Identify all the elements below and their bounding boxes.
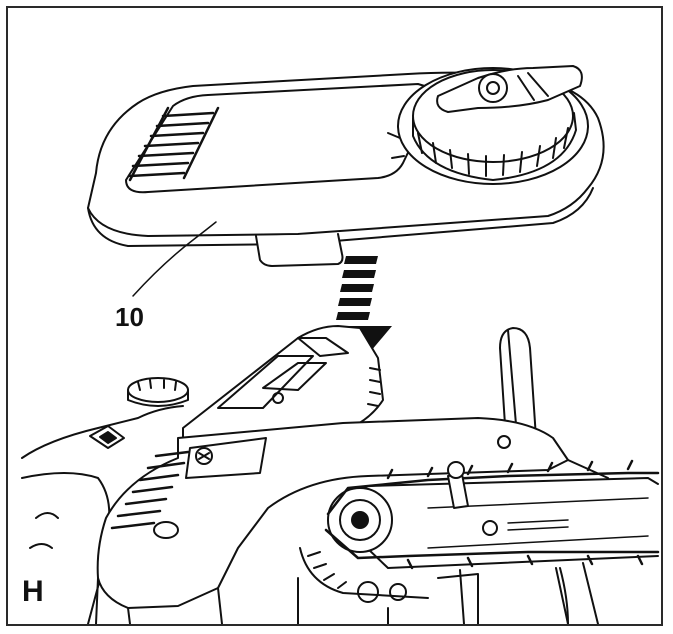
tension-knob xyxy=(387,65,589,185)
guide-bar xyxy=(299,459,660,624)
callout-number: 10 xyxy=(115,302,144,332)
cover-vents xyxy=(128,106,220,182)
figure-label: H xyxy=(22,575,44,608)
callout-leader xyxy=(132,221,217,297)
cover-part xyxy=(87,65,605,297)
chain xyxy=(324,459,660,570)
body-vents xyxy=(110,450,190,530)
chainsaw-illustration xyxy=(21,65,660,624)
figure-frame: 10 H xyxy=(6,6,663,626)
